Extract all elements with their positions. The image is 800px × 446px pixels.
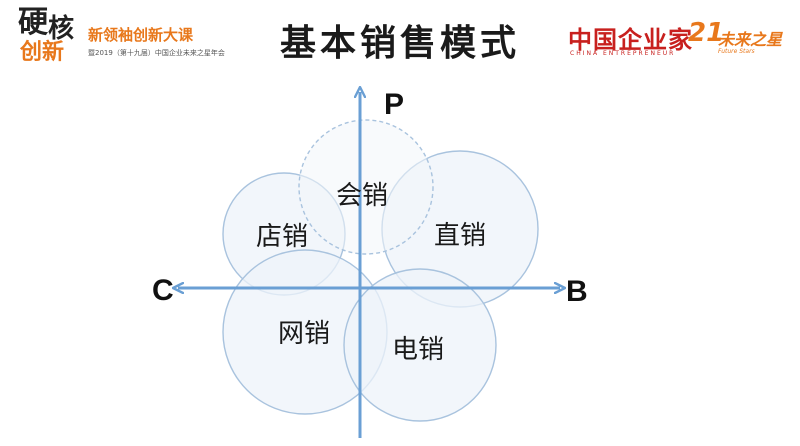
header: 硬 核 创新 新领袖创新大课 暨2019（第十九届）中国企业未来之星年会 基本销…	[0, 0, 800, 80]
node-label-wangxiao: 网销	[278, 319, 330, 349]
circle-group	[222, 119, 539, 422]
brand-name-en: CHINA ENTREPRENEUR	[570, 50, 676, 57]
brand-logos: 中国企业家 CHINA ENTREPRENEUR 21 未来之星 Future …	[568, 18, 788, 64]
axis-label-up: P	[384, 88, 404, 121]
circle-huixiao-event	[298, 119, 434, 255]
node-label-huixiao: 会销	[336, 181, 388, 211]
event-title: 新领袖创新大课	[88, 26, 194, 44]
brand-name-cn: 中国企业家	[568, 25, 693, 54]
event-subtitle: 暨2019（第十九届）中国企业未来之星年会	[88, 49, 225, 57]
node-label-dianxiao-phone: 电销	[392, 335, 444, 365]
node-label-zhixiao: 直销	[434, 221, 486, 251]
circle-dianxiao-phone	[343, 268, 497, 422]
logo-glyph-main-2: 核	[48, 14, 75, 44]
brand-future-cn: 未来之星	[718, 30, 783, 49]
axis-label-right: B	[566, 275, 588, 308]
page-title: 基本销售模式	[279, 23, 520, 64]
brand-future-en: Future Stars	[718, 48, 755, 55]
axis-label-left: C	[152, 274, 174, 307]
logo-glyph-orange: 创新	[20, 40, 65, 65]
brand-number: 21	[688, 18, 725, 48]
event-logo: 硬 核 创新 新领袖创新大课 暨2019（第十九届）中国企业未来之星年会	[18, 5, 225, 70]
logo-glyph-main-1: 硬	[18, 5, 48, 40]
axes	[178, 92, 560, 438]
node-label-dianxiao-store: 店销	[256, 222, 308, 252]
